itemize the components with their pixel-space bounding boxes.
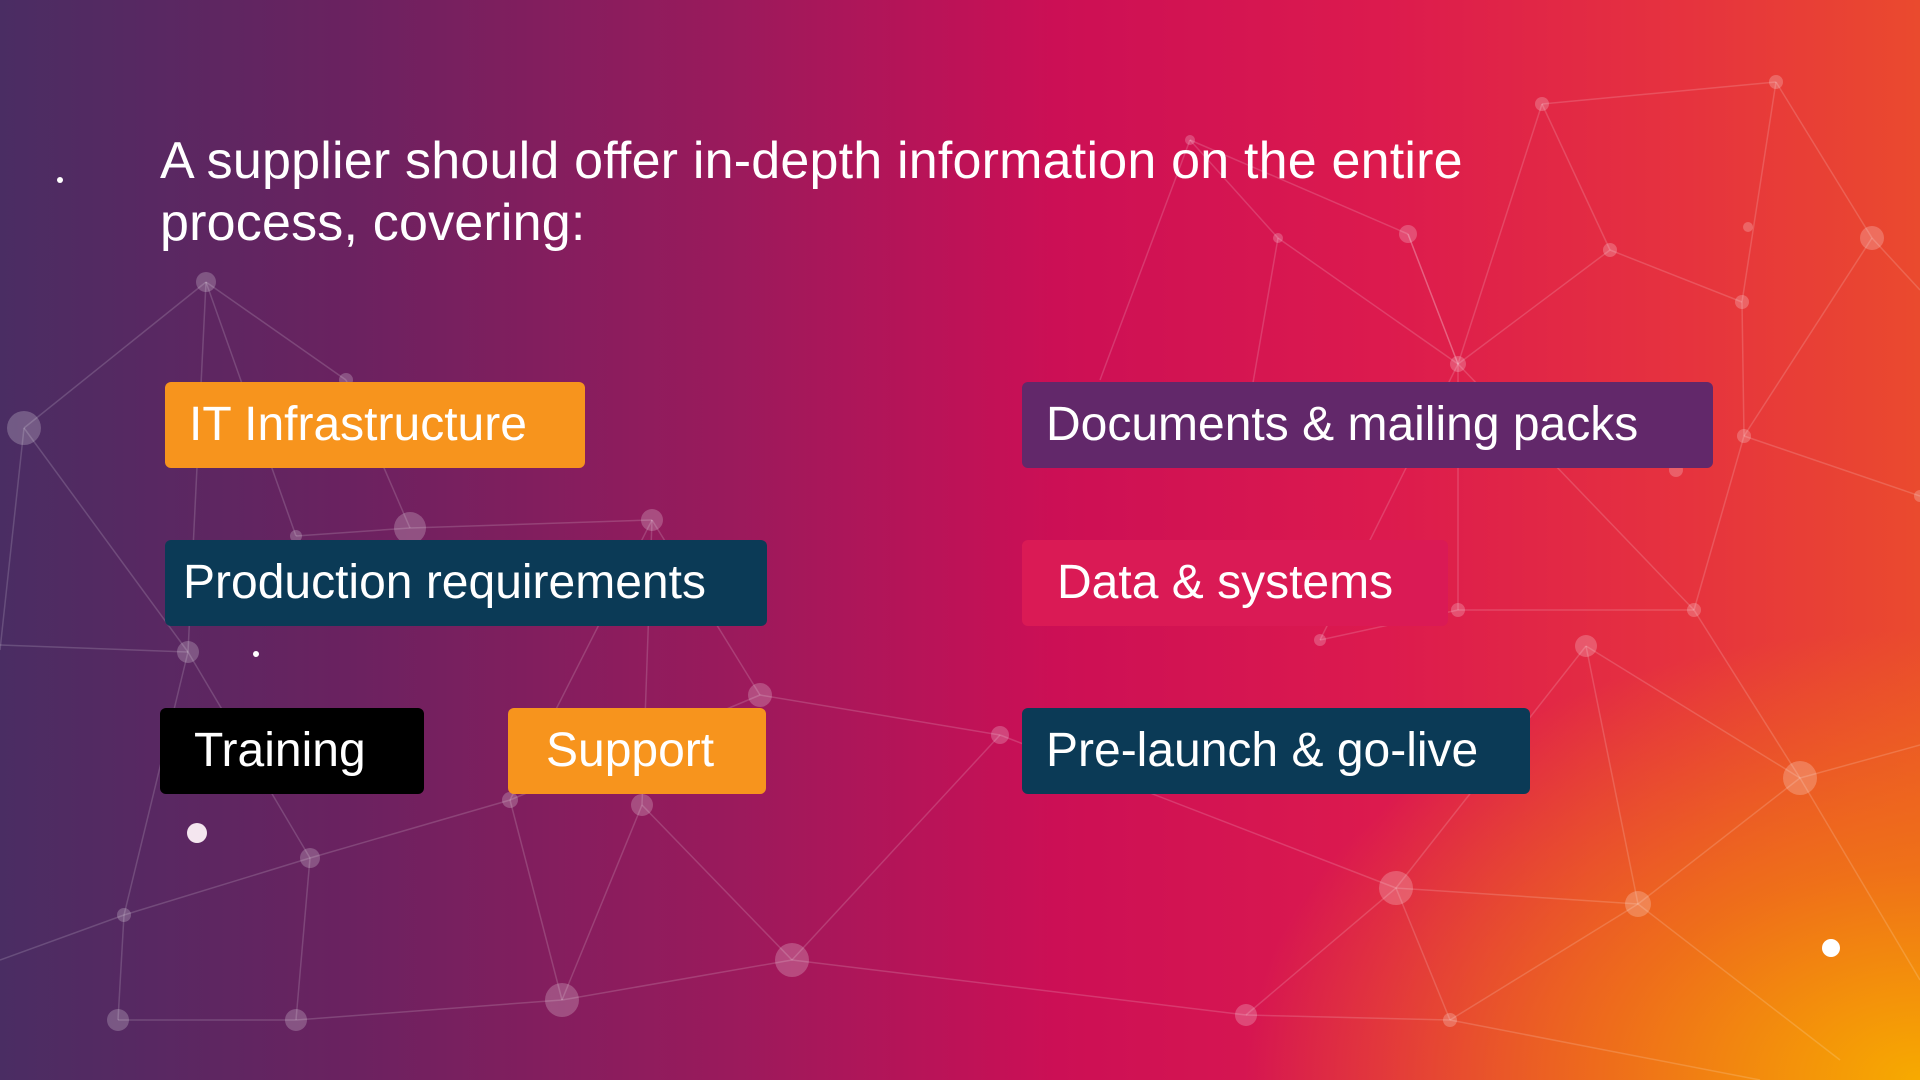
- tag-label: Training: [194, 724, 366, 777]
- slide-heading: A supplier should offer in-depth informa…: [160, 132, 1463, 252]
- tag-label: Support: [546, 724, 715, 777]
- bullet-dot: [187, 823, 207, 843]
- tag-label: Data & systems: [1057, 556, 1394, 609]
- tag-label: IT Infrastructure: [189, 398, 527, 451]
- tag-label: Documents & mailing packs: [1046, 398, 1639, 451]
- tag-label: Pre-launch & go-live: [1046, 724, 1479, 777]
- tag-production-requirements: Production requirements: [165, 540, 767, 626]
- tag-training: Training: [160, 708, 424, 794]
- tag-documents-mailing-packs: Documents & mailing packs: [1022, 382, 1713, 468]
- tag-support: Support: [508, 708, 766, 794]
- bullet-dot: [57, 177, 63, 183]
- tag-data-systems: Data & systems: [1022, 540, 1448, 626]
- tag-pre-launch-go-live: Pre-launch & go-live: [1022, 708, 1530, 794]
- bullet-dot: [1822, 939, 1840, 957]
- tag-it-infrastructure: IT Infrastructure: [165, 382, 585, 468]
- bullet-dot: [253, 651, 259, 657]
- tag-label: Production requirements: [183, 556, 706, 609]
